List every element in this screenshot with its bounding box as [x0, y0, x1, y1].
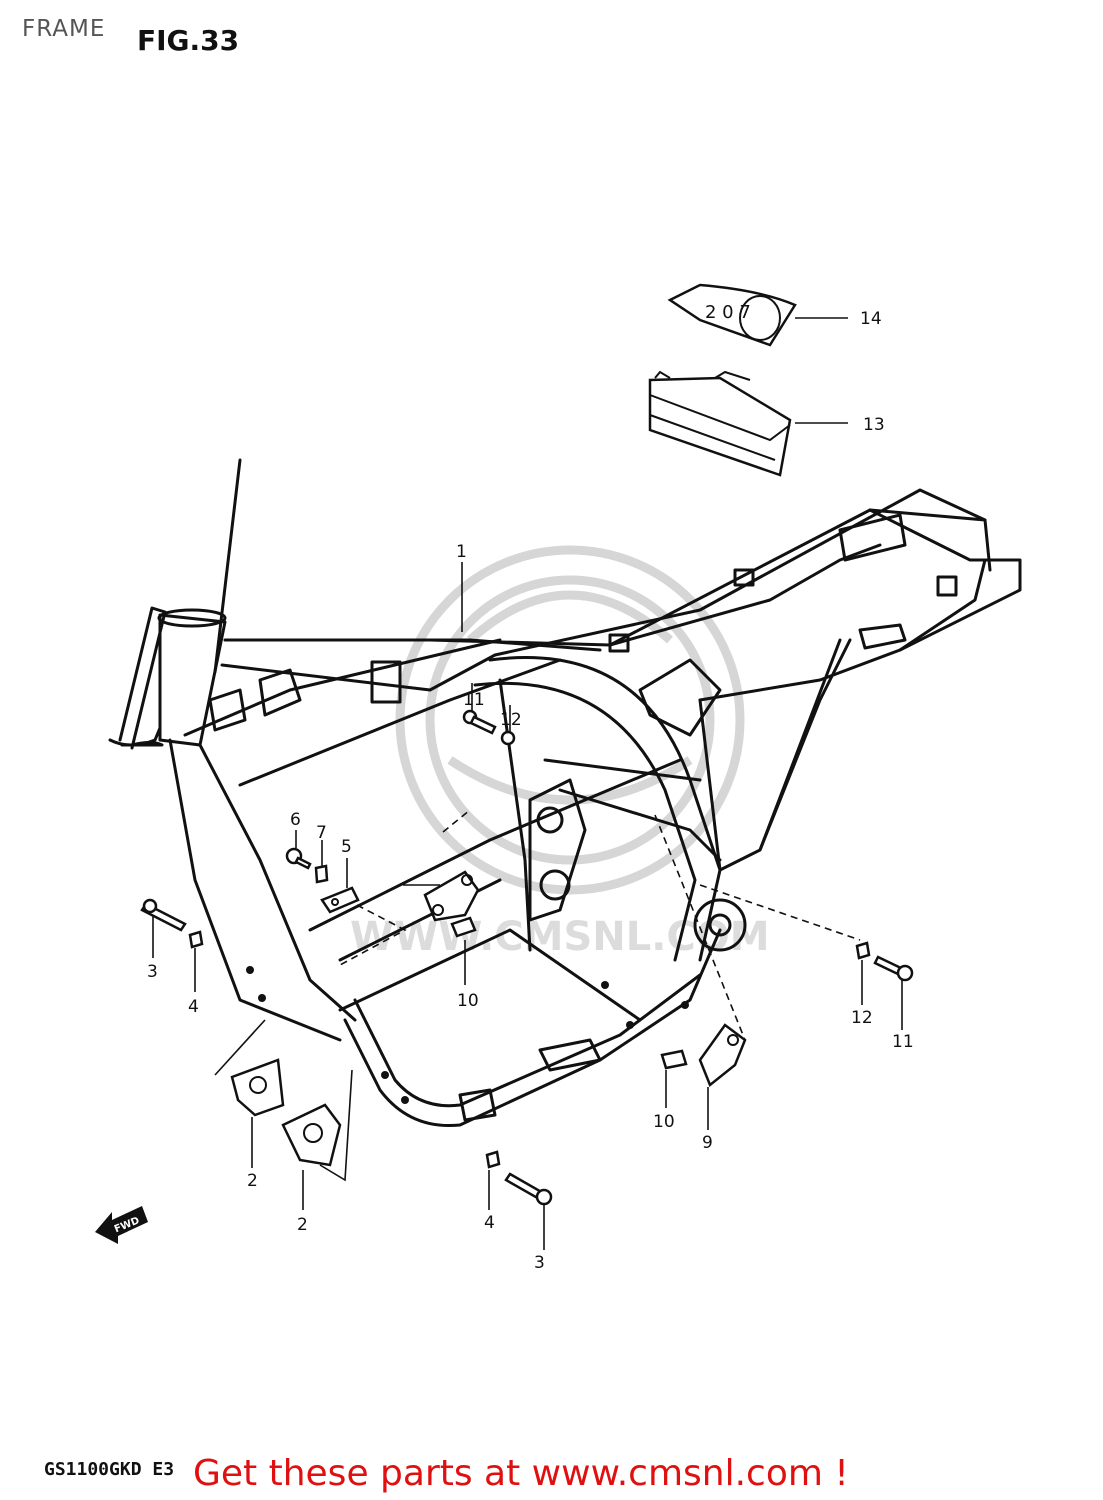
callout-14: 14 — [860, 309, 882, 329]
callout-labels: 1 2 2 3 3 4 4 5 6 7 9 10 10 11 11 12 12 … — [147, 309, 914, 1273]
callout-10b: 10 — [653, 1112, 675, 1132]
nut-4-bottom — [485, 1150, 501, 1169]
callout-13: 13 — [863, 415, 885, 435]
sticker-text: 2 0 7 — [705, 302, 751, 323]
callout-2b: 2 — [297, 1215, 308, 1235]
callout-11b: 11 — [892, 1032, 914, 1052]
bolt-10-right — [660, 1049, 688, 1070]
engine-mount-plate-2b — [281, 1103, 342, 1167]
assembly-lines — [214, 809, 861, 1182]
bolt-10-left — [450, 916, 477, 938]
engine-mount-plate-2a — [230, 1058, 285, 1117]
callout-1: 1 — [456, 542, 467, 562]
figure-number: FIG.33 — [137, 24, 240, 57]
leader-lines — [152, 317, 903, 1250]
model-code: GS1100GKD E3 — [44, 1459, 175, 1480]
bolt-3-left — [140, 898, 187, 932]
bolt-11-top — [462, 709, 497, 735]
callout-11a: 11 — [463, 690, 485, 710]
frame-parts-diagram: WWW.CMSNL.COM — [95, 283, 1022, 1273]
callout-7: 7 — [316, 823, 327, 843]
bolt-3-bottom — [504, 1172, 553, 1206]
callout-10a: 10 — [457, 991, 479, 1011]
nut-4-left — [188, 930, 204, 949]
callout-2a: 2 — [247, 1171, 258, 1191]
section-title: FRAME — [22, 16, 106, 42]
callout-12b: 12 — [851, 1008, 873, 1028]
bracket-5 — [320, 886, 360, 914]
nut-12-top — [500, 730, 516, 746]
callout-3b: 3 — [534, 1253, 545, 1273]
bracket-9 — [698, 1023, 747, 1088]
callout-4a: 4 — [188, 997, 199, 1017]
callout-5: 5 — [341, 837, 352, 857]
nut-12-right — [855, 941, 871, 960]
part-tool-case — [648, 370, 792, 477]
frame-main — [108, 458, 1022, 1128]
watermark-text: WWW.CMSNL.COM — [350, 914, 770, 960]
promo-link[interactable]: Get these parts at www.cmsnl.com ! — [193, 1453, 849, 1494]
bolt-11-right — [873, 955, 914, 982]
callout-12a: 12 — [500, 710, 522, 730]
forward-arrow-icon: FWD — [95, 1206, 148, 1244]
bracket-plate-left — [423, 870, 480, 922]
part-sticker: 2 0 7 — [667, 283, 797, 347]
callout-9: 9 — [702, 1133, 713, 1153]
callout-6: 6 — [290, 810, 301, 830]
nut-7 — [314, 864, 329, 884]
callout-4b: 4 — [484, 1213, 495, 1233]
bolt-6 — [285, 847, 312, 870]
callout-3a: 3 — [147, 962, 158, 982]
